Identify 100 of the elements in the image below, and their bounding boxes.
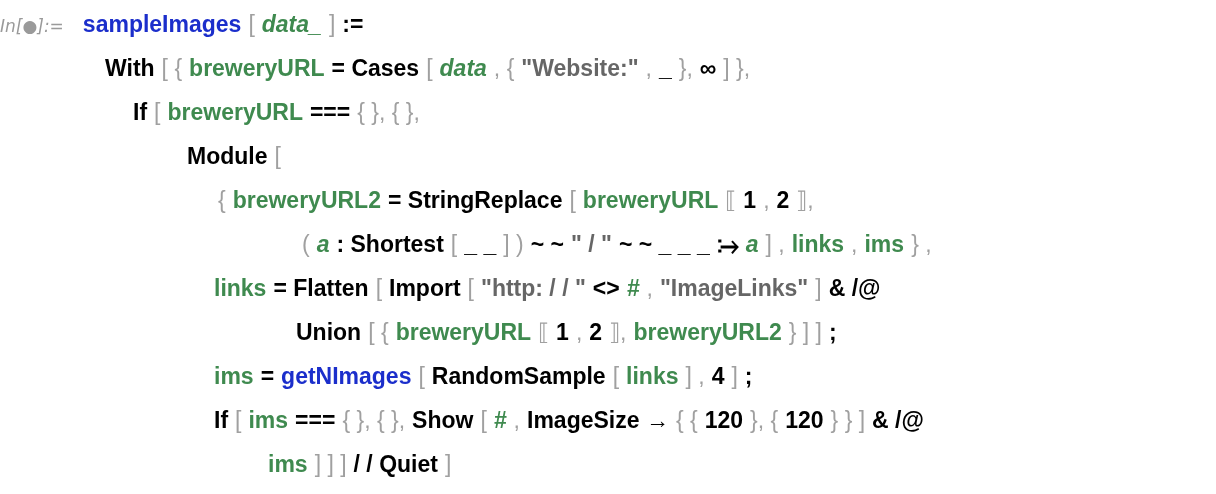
code-token: 4	[711, 362, 725, 391]
code-token: }, {	[750, 406, 779, 435]
code-token: { }, { },	[342, 406, 406, 435]
code-token: <>	[592, 274, 620, 303]
code-token: _	[658, 54, 672, 83]
code-token: ⟧,	[796, 186, 814, 215]
code-token: } ,	[911, 230, 932, 259]
code-token: [	[248, 10, 255, 39]
code-token: getNImages	[281, 362, 412, 391]
code-token: [	[154, 98, 161, 127]
code-token: 1	[556, 318, 569, 347]
code-token: },	[678, 54, 693, 83]
code-token: ims	[268, 450, 308, 479]
code-token: ,	[763, 186, 770, 215]
code-token: [	[612, 362, 620, 391]
code-token: data	[439, 54, 487, 83]
code-token: ⧴	[716, 230, 739, 259]
code-token: ,	[575, 318, 583, 347]
code-token: sampleImages	[82, 10, 242, 39]
code-token: " / "	[570, 230, 612, 259]
code-token: "http: / / "	[481, 274, 586, 303]
code-token: Union	[296, 318, 362, 347]
code-token: ∞	[699, 54, 717, 83]
code-token: #	[493, 406, 507, 435]
code-token: ,	[645, 54, 652, 83]
code-token: [	[467, 274, 474, 303]
code-token: [ {	[161, 54, 183, 83]
code-token: ]	[328, 10, 336, 39]
code-token: & /@	[828, 274, 881, 303]
code-token: ⟦	[538, 318, 550, 347]
code-token: } ] ]	[788, 318, 822, 347]
input-prompt: In[●]:=	[0, 15, 64, 38]
code-token: :=	[342, 10, 364, 39]
code-token: 1	[743, 186, 757, 215]
code-token: breweryURL	[395, 318, 532, 347]
code-token: = Cases	[331, 54, 420, 83]
code-token: [	[375, 274, 383, 303]
code-token: : Shortest	[336, 230, 444, 259]
code-token: ims	[248, 406, 289, 435]
code-token: ===	[295, 406, 336, 435]
code-token: 120	[785, 406, 824, 435]
code-token: ims	[864, 230, 905, 259]
code-token: ] )	[503, 230, 524, 259]
code-token: ;	[829, 318, 837, 347]
code-token: / / Quiet	[353, 450, 438, 479]
code-token: [	[480, 406, 487, 435]
code-token: ImageSize →	[527, 406, 669, 435]
code-token: ~ ~	[530, 230, 564, 259]
code-token: data_	[261, 10, 322, 39]
code-token: ;	[744, 362, 753, 391]
code-token: breweryURL	[582, 186, 719, 215]
code-token: If	[214, 406, 229, 435]
code-token: Import	[389, 274, 461, 303]
code-token: =	[260, 362, 275, 391]
code-token: ⟧,	[609, 318, 627, 347]
code-token: "Website:"	[521, 54, 639, 83]
code-token: (	[302, 230, 310, 259]
code-token: [	[426, 54, 433, 83]
code-token: ,	[646, 274, 653, 303]
code-token: ]	[731, 362, 738, 391]
code-token: breweryURL	[189, 54, 325, 83]
code-token: ,	[513, 406, 520, 435]
code-token: #	[626, 274, 640, 303]
code-token: breweryURL2	[633, 318, 782, 347]
code-token: Show	[412, 406, 474, 435]
code-token: ]	[444, 450, 452, 479]
code-token: { }, { },	[357, 98, 420, 127]
code-token: & /@	[872, 406, 924, 435]
code-token: With	[105, 54, 155, 83]
code-token: RandomSample	[431, 362, 606, 391]
code-token: ] ] ]	[314, 450, 347, 479]
code-token: If	[133, 98, 148, 127]
code-token: [ {	[368, 318, 389, 347]
code-token: a	[745, 230, 759, 259]
code-token: 2	[589, 318, 603, 347]
code-token: ]	[815, 274, 822, 303]
code-token: { {	[675, 406, 698, 435]
code-token: {	[218, 186, 226, 215]
code-token: ⟦	[725, 186, 737, 215]
code-token: , {	[493, 54, 515, 83]
code-token: = StringReplace	[387, 186, 563, 215]
code-token: breweryURL2	[232, 186, 381, 215]
code-token: ] ,	[765, 230, 785, 259]
code-token: 2	[776, 186, 790, 215]
code-token: links	[626, 362, 679, 391]
code-token: breweryURL	[167, 98, 303, 127]
code-token: [	[450, 230, 458, 259]
code-token: ,	[851, 230, 858, 259]
code-token: ===	[309, 98, 351, 127]
code-token: Module	[187, 142, 268, 171]
code-token: links	[214, 274, 267, 303]
code-token: links	[791, 230, 845, 259]
code-token: ] ,	[685, 362, 705, 391]
code-token: ims	[214, 362, 254, 391]
code-token: [	[418, 362, 425, 391]
code-token: ] },	[723, 54, 751, 83]
code-token: = Flatten	[273, 274, 369, 303]
code-token: [	[274, 142, 281, 171]
code-token: "ImageLinks"	[659, 274, 809, 303]
code-token: [	[569, 186, 576, 215]
